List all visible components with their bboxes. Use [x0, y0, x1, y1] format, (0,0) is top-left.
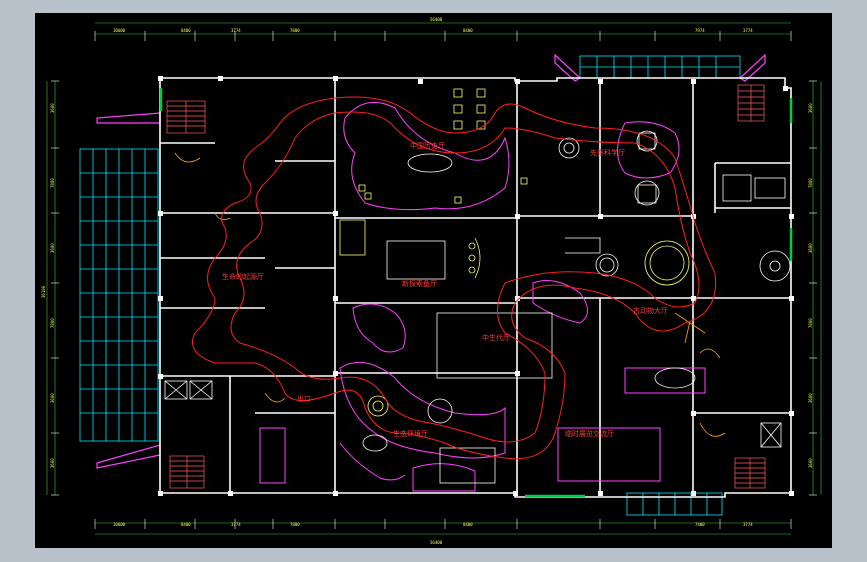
dim-right-3: 3600: [808, 243, 813, 253]
room-label-china-history: 中国历史厅: [410, 141, 445, 150]
dim-overall-bottom: 56400: [430, 540, 443, 545]
dimension-text: 56400 10600 8400 3774 7800 8400 7974 377…: [41, 17, 813, 545]
room-label-new-fish: 新探索鱼厅: [402, 279, 437, 288]
stair-bottom-right: [734, 457, 766, 489]
dim-left-4: 7800: [50, 318, 55, 328]
room-label-life-origin: 生命的起源厅: [222, 272, 264, 281]
glass-curtain-left: [79, 148, 159, 442]
stair-top-left: [166, 100, 206, 134]
dim-left-1: 3600: [50, 103, 55, 113]
dim-top-1: 10600: [113, 28, 126, 33]
dim-right-5: 3600: [808, 393, 813, 403]
dim-left-5: 3600: [50, 393, 55, 403]
floor-plan-drawing: 56400 10600 8400 3774 7800 8400 7974 377…: [41, 17, 822, 545]
room-label-middle-hall: 中生代厅: [482, 333, 510, 342]
dimension-ticks: [51, 31, 817, 529]
dim-right-1: 3600: [808, 103, 813, 113]
dim-bottom-3: 3774: [231, 522, 241, 527]
dim-bottom-1: 10600: [113, 522, 126, 527]
dim-bottom-2: 8400: [181, 522, 191, 527]
room-label-ancient-science: 先秦科学厅: [590, 148, 625, 157]
visitor-route: [192, 96, 717, 460]
building-walls: [159, 77, 792, 498]
room-label-exit: 出口: [297, 394, 311, 403]
dim-overall-left: 36100: [41, 285, 46, 298]
exhibit-displays: [339, 130, 791, 484]
room-label-ecology: 生态环境厅: [393, 429, 428, 438]
dim-top-2: 8400: [181, 28, 191, 33]
glass-wings-top: [554, 53, 766, 82]
dim-top-10: 7974: [695, 28, 705, 33]
dim-bottom-4: 7800: [290, 522, 300, 527]
dim-left-3: 3600: [50, 243, 55, 253]
elevator-boxes: [164, 174, 786, 448]
cad-viewport[interactable]: 56400 10600 8400 3774 7800 8400 7974 377…: [35, 13, 832, 548]
orange-fixtures: [174, 152, 726, 437]
exhibit-outlines: [259, 101, 706, 492]
dim-right-6: 3600: [808, 458, 813, 468]
dim-bottom-11: 3774: [743, 522, 753, 527]
dim-bottom-6: 8400: [463, 522, 473, 527]
dimension-lines: [46, 22, 822, 535]
visitor-route-inner: [230, 111, 700, 443]
dim-top-3: 3774: [231, 28, 241, 33]
glass-wings-left: [96, 112, 161, 469]
stair-bottom-left: [169, 455, 205, 489]
dim-top-11: 3774: [743, 28, 753, 33]
room-label-exchange: 临时展览交流厅: [565, 429, 614, 438]
dim-bottom-10: 7400: [695, 522, 705, 527]
stair-top-right: [737, 84, 765, 122]
dim-overall-top: 56400: [430, 17, 443, 22]
dim-top-6: 8400: [463, 28, 473, 33]
structural-columns: [158, 76, 794, 496]
entry-markers: [159, 88, 793, 498]
dim-top-4: 7800: [290, 28, 300, 33]
dim-left-6: 3600: [50, 458, 55, 468]
room-label-hall-right: 古动物大厅: [633, 306, 668, 315]
room-labels: 中国历史厅 先秦科学厅 生命的起源厅 新探索鱼厅 古动物大厅 中生代厅 出口 生…: [222, 141, 668, 438]
glass-curtain-top: [579, 55, 741, 79]
dim-left-2: 7800: [50, 178, 55, 188]
dim-right-4: 7800: [808, 318, 813, 328]
dim-right-2: 7800: [808, 178, 813, 188]
